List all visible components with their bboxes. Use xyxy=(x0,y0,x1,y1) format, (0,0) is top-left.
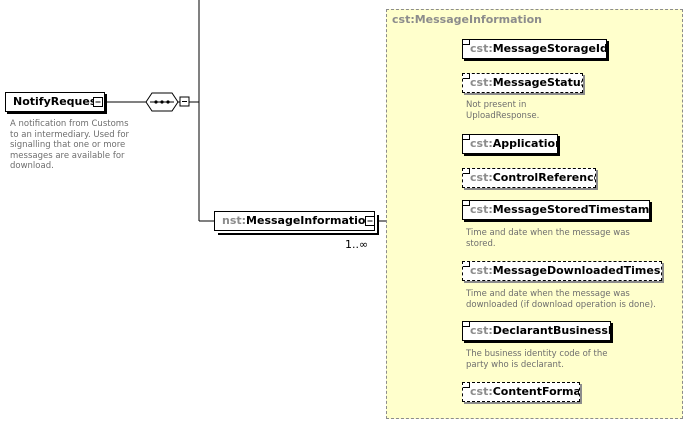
element-application[interactable]: cst:Application xyxy=(462,134,558,154)
element-prefix: cst: xyxy=(470,324,493,337)
element-message-downloaded-timestamp[interactable]: cst:MessageDownloadedTimes... xyxy=(462,261,662,281)
element-documentation: Not present in UploadResponse. xyxy=(466,100,540,121)
element-prefix: cst: xyxy=(470,137,493,150)
element-type-marker xyxy=(463,262,470,267)
element-type-marker xyxy=(463,135,470,140)
collapse-toggle-icon[interactable] xyxy=(93,97,104,108)
sequence-compositor-icon xyxy=(145,92,179,112)
element-type-marker xyxy=(463,383,470,388)
element-name: DeclarantBusinessId xyxy=(492,324,611,337)
element-type-marker xyxy=(463,74,470,79)
element-type-marker xyxy=(463,169,470,174)
element-name: ControlReference xyxy=(492,171,596,184)
element-name: ContentFormat xyxy=(492,385,580,398)
element-control-reference[interactable]: cst:ControlReference xyxy=(462,168,596,188)
element-documentation: Time and date when the message was store… xyxy=(466,228,630,249)
element-documentation: The business identity code of the party … xyxy=(466,349,608,370)
element-prefix: cst: xyxy=(470,76,493,89)
element-declarant-business-id[interactable]: cst:DeclarantBusinessId xyxy=(462,321,611,341)
element-name: MessageInformation xyxy=(246,214,374,227)
element-type-marker xyxy=(463,201,470,206)
message-information-element[interactable]: nst:MessageInformation xyxy=(214,211,375,231)
element-prefix: cst: xyxy=(470,264,493,277)
element-prefix: cst: xyxy=(470,203,493,216)
element-documentation: Time and date when the message was downl… xyxy=(466,289,656,310)
element-name: MessageDownloadedTimes... xyxy=(492,264,662,277)
root-documentation: A notification from Customs to an interm… xyxy=(10,119,130,171)
element-content-format[interactable]: cst:ContentFormat xyxy=(462,382,580,402)
element-name: Application xyxy=(492,137,558,150)
element-message-storage-id[interactable]: cst:MessageStorageId xyxy=(462,39,607,59)
collapse-toggle-icon[interactable] xyxy=(365,216,376,227)
element-name: MessageStoredTimestamp xyxy=(492,203,650,216)
element-type-marker xyxy=(463,40,470,45)
element-prefix: nst: xyxy=(222,214,247,227)
element-prefix: cst: xyxy=(470,42,493,55)
group-title: cst:MessageInformation xyxy=(392,13,542,26)
element-prefix: cst: xyxy=(470,171,493,184)
element-message-status[interactable]: cst:MessageStatus xyxy=(462,73,583,93)
element-name: MessageStatus xyxy=(492,76,583,89)
element-name: MessageStorageId xyxy=(492,42,607,55)
element-type-marker xyxy=(463,322,470,327)
occurrence-label: 1..∞ xyxy=(345,238,369,251)
element-message-stored-timestamp[interactable]: cst:MessageStoredTimestamp xyxy=(462,200,650,220)
element-prefix: cst: xyxy=(470,385,493,398)
root-element-box[interactable]: NotifyRequest xyxy=(5,92,105,112)
root-element-name: NotifyRequest xyxy=(13,95,102,108)
